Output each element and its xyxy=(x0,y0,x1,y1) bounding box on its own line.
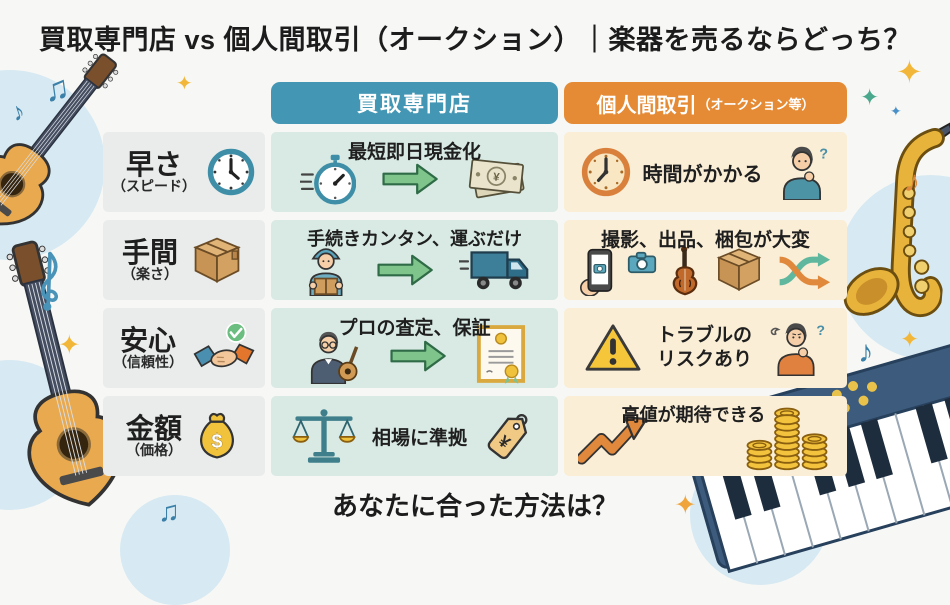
music-note-icon: ♫ xyxy=(158,496,180,528)
cell-speed-buyback-text: 最短即日現金化 xyxy=(347,142,481,163)
cell-price-buyback: 相場に準拠 ¥ xyxy=(271,396,558,476)
warning-triangle-icon xyxy=(584,322,642,374)
sparkle-icon: ✦ xyxy=(58,330,81,360)
cell-speed-buyback: 最短即日現金化 xyxy=(271,132,558,212)
cell-speed-auction-text: 時間がかかる xyxy=(642,163,763,186)
camera-icon xyxy=(627,251,657,274)
green-arrow-right-icon xyxy=(375,252,437,288)
row-label-trust-main: 安心 xyxy=(119,324,176,356)
treble-clef-icon xyxy=(36,250,64,314)
cell-price-auction: 高値が期待できる xyxy=(564,396,847,476)
row-label-trust-sub: （信頼性） xyxy=(113,354,183,371)
row-label-speed-main: 早さ xyxy=(125,148,182,180)
price-tag-icon: ¥ xyxy=(481,408,537,464)
money-bag-icon: $ xyxy=(192,410,242,462)
acoustic-guitar-illustration xyxy=(0,226,154,527)
cell-effort-auction-text: 撮影、出品、梱包が大変 xyxy=(600,230,810,251)
cell-price-buyback-text: 相場に準拠 xyxy=(371,427,467,449)
column-header-auction-sublabel: （オークション等） xyxy=(697,96,815,112)
sparkle-icon: ✦ xyxy=(900,326,920,352)
truck-icon xyxy=(459,247,529,292)
cell-trust-auction: トラブルの リスクあり ? xyxy=(564,308,847,388)
cell-trust-auction-text: トラブルの リスクあり xyxy=(656,325,752,370)
balance-scale-icon xyxy=(291,407,357,465)
cardboard-box-icon xyxy=(188,235,246,285)
thinking-person-icon: ? xyxy=(773,144,831,200)
coin-stacks-icon xyxy=(741,404,833,472)
svg-text:?: ? xyxy=(817,322,826,338)
green-arrow-right-icon xyxy=(388,338,450,374)
certificate-icon xyxy=(476,324,526,384)
svg-text:?: ? xyxy=(819,146,828,162)
clock-icon xyxy=(206,147,256,197)
cell-trust-buyback-text: プロの査定、保証 xyxy=(338,318,491,339)
sparkle-icon: ✦ xyxy=(176,73,193,95)
rising-arrow-icon xyxy=(578,410,650,466)
music-note-icon: ♫ xyxy=(41,68,73,110)
money-bills-icon: ¥ xyxy=(465,157,529,201)
column-header-buyback-label: 買取専門店 xyxy=(357,93,472,116)
cell-price-auction-text: 高値が期待できる xyxy=(621,405,766,425)
saxophone-illustration xyxy=(833,108,950,345)
appraiser-icon xyxy=(303,329,361,384)
header-spacer xyxy=(103,82,265,124)
wall-clock-icon xyxy=(580,146,632,198)
row-label-trust: 安心 （信頼性） xyxy=(103,308,265,388)
sparkle-icon: ✦ xyxy=(890,103,902,119)
handshake-check-icon xyxy=(193,321,255,375)
column-header-auction-label: 個人間取引 xyxy=(596,94,697,117)
cell-effort-auction: 撮影、出品、梱包が大変 xyxy=(564,220,847,300)
cell-effort-buyback-text: 手続きカンタン、運ぶだけ xyxy=(307,229,522,249)
row-label-price-main: 金額 xyxy=(125,412,182,444)
row-label-price: 金額 （価格） $ xyxy=(103,396,265,476)
column-header-auction: 個人間取引（オークション等） xyxy=(564,82,847,124)
comparison-table: 買取専門店 個人間取引（オークション等） 早さ （スピード） 最短即日現金化 xyxy=(103,82,847,476)
sparkle-icon: ✦ xyxy=(674,490,697,520)
row-label-effort-main: 手間 xyxy=(121,236,178,268)
sparkle-icon: ✦ xyxy=(860,84,880,110)
music-note-icon: ♪ xyxy=(858,334,874,369)
footer-question: あなたに合った方法は？ xyxy=(331,491,618,521)
svg-text:¥: ¥ xyxy=(492,171,500,184)
shuffle-arrows-icon xyxy=(776,251,832,291)
worried-person-icon: ? xyxy=(766,320,826,376)
svg-text:$: $ xyxy=(212,431,223,453)
column-header-buyback: 買取専門店 xyxy=(271,82,558,124)
stopwatch-icon xyxy=(300,153,357,205)
row-label-effort-sub: （楽さ） xyxy=(121,266,178,283)
acoustic-guitar-illustration xyxy=(0,27,150,257)
cell-trust-buyback: プロの査定、保証 xyxy=(271,308,558,388)
cell-effort-buyback: 手続きカンタン、運ぶだけ xyxy=(271,220,558,300)
row-label-speed: 早さ （スピード） xyxy=(103,132,265,212)
page-title: 買取専門店 vs 個人間取引（オークション）｜楽器を売るならどっち？ xyxy=(38,25,912,55)
row-label-speed-sub: （スピード） xyxy=(112,178,196,195)
row-label-effort: 手間 （楽さ） xyxy=(103,220,265,300)
phone-camera-icon xyxy=(579,248,618,296)
violin-icon xyxy=(667,244,703,296)
sparkle-icon: ✦ xyxy=(896,54,923,90)
delivery-worker-icon xyxy=(300,242,352,296)
green-arrow-right-icon xyxy=(380,161,442,197)
cardboard-box-icon xyxy=(712,246,766,293)
cell-speed-auction: 時間がかかる ? xyxy=(564,132,847,212)
row-label-price-sub: （価格） xyxy=(125,442,182,459)
